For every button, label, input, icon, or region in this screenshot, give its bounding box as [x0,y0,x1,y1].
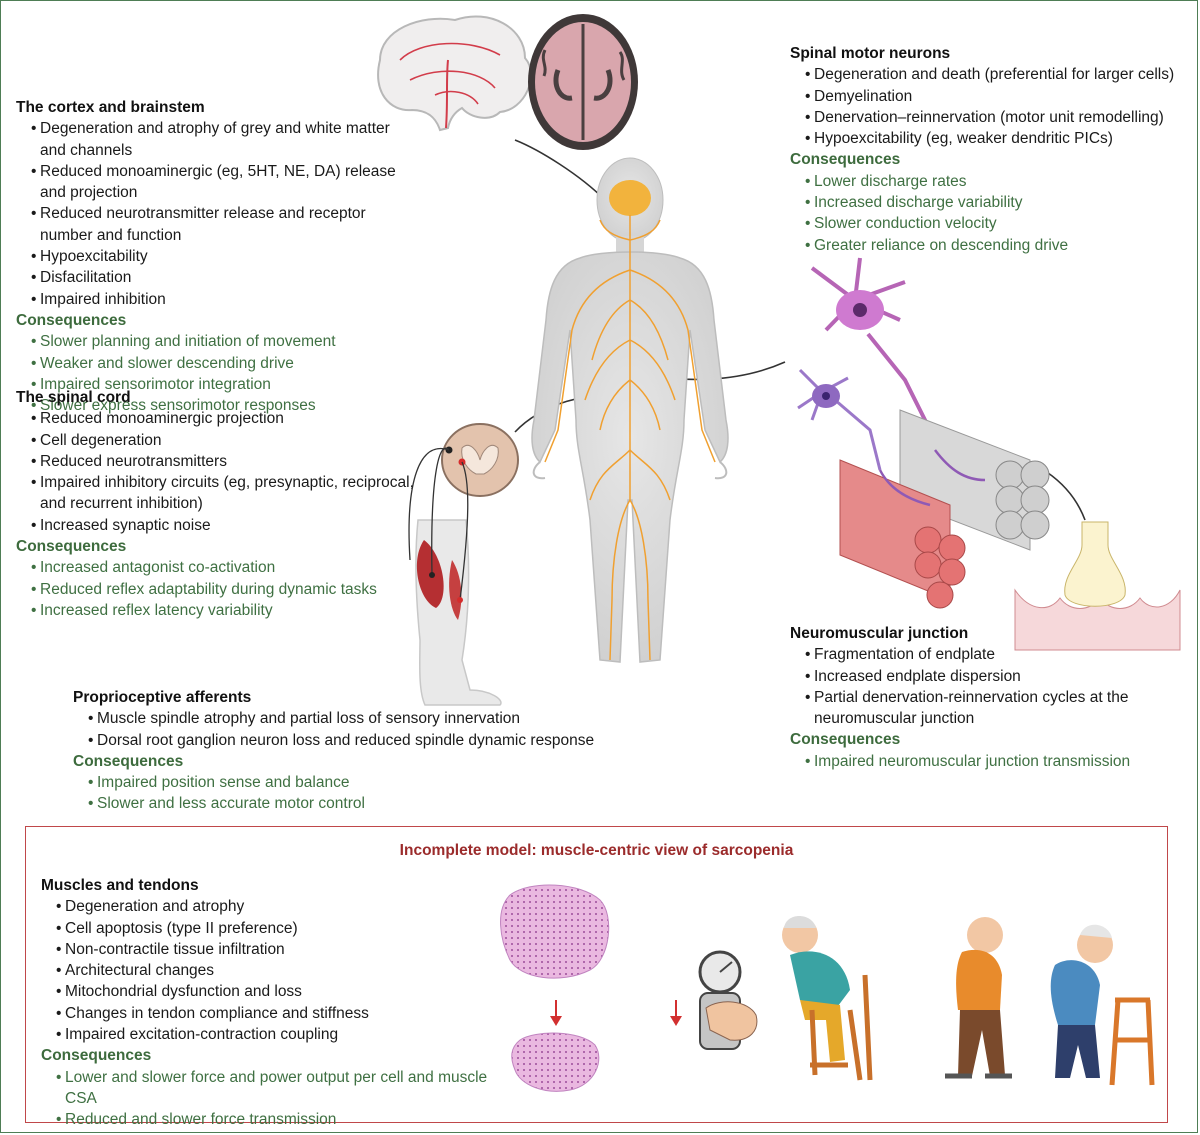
consequence-item: Weaker and slower descending drive [16,353,516,375]
elderly-person-sitting-icon [782,916,873,1081]
human-body-figure [531,157,729,663]
list-item: Impaired excitation-contraction coupling [41,1024,501,1046]
spinal-cord-block: The spinal cord Reduced monoaminergic pr… [16,387,416,622]
consequence-item: Impaired sensorimotor integration [16,374,516,396]
list-item: Impaired inhibition [16,289,408,311]
muscles-consequences-list: Lower and slower force and power output … [41,1067,501,1131]
muscles-tendons-block: Muscles and tendons Degeneration and atr… [41,875,501,1131]
list-item: Muscle spindle atrophy and partial loss … [73,708,673,730]
cortex-title: The cortex and brainstem [16,99,205,116]
spinal-motor-neurons-block: Spinal motor neurons Degeneration and de… [790,43,1190,256]
consequence-item: Impaired neuromuscular junction transmis… [790,751,1190,773]
consequence-item: Lower and slower force and power output … [41,1067,501,1110]
leg-muscle-icon [408,447,502,706]
muscles-consequences-label: Consequences [41,1047,152,1065]
list-item: Cell apoptosis (type II preference) [41,918,501,940]
list-item: Partial denervation-reinnervation cycles… [790,687,1138,730]
list-item: Degeneration and atrophy [41,896,501,918]
motor-neurons-title: Spinal motor neurons [790,45,951,62]
list-item: Reduced neurotransmitter release and rec… [16,203,408,246]
list-item: Cell degeneration [16,430,416,452]
list-item: Increased synaptic noise [16,515,416,537]
list-item: Reduced monoaminergic (eg, 5HT, NE, DA) … [16,161,408,204]
nmj-terminal-icon [1014,521,1181,651]
consequence-item: Increased reflex latency variability [16,600,416,622]
spinal-cord-consequences-list: Increased antagonist co-activationReduce… [16,557,416,621]
muscles-changes-list: Degeneration and atrophyCell apoptosis (… [41,896,501,1045]
cortex-changes-list: Degeneration and atrophy of grey and whi… [16,118,408,310]
proprio-consequences-label: Consequences [73,752,184,770]
list-item: Demyelination [790,86,1190,108]
motor-neurons-consequences-list: Lower discharge ratesIncreased discharge… [790,171,1190,256]
nmj-changes-list: Fragmentation of endplateIncreased endpl… [790,644,1138,729]
consequence-item: Slower conduction velocity [790,213,1190,235]
consequence-item: Increased discharge variability [790,192,1190,214]
list-item: Increased endplate dispersion [790,666,1138,688]
list-item: Degeneration and atrophy of grey and whi… [16,118,408,161]
list-item: Mitochondrial dysfunction and loss [41,981,501,1003]
list-item: Reduced monoaminergic projection [16,408,416,430]
grip-dynamometer-icon [670,950,758,1050]
cortex-brainstem-block: The cortex and brainstem Degeneration an… [16,97,516,417]
spinal-cord-section-icon [441,423,519,497]
consequence-item: Reduced reflex adaptability during dynam… [16,579,416,601]
list-item: Architectural changes [41,960,501,982]
elderly-person-walking-icon [945,917,1012,1079]
proprioceptive-afferents-block: Proprioceptive afferents Muscle spindle … [73,687,673,815]
elderly-person-walker-icon [1050,924,1155,1086]
list-item: Impaired inhibitory circuits (eg, presyn… [16,472,416,515]
incomplete-model-title: Incomplete model: muscle-centric view of… [399,842,794,859]
incomplete-model-box: Incomplete model: muscle-centric view of… [25,826,1168,1123]
consequence-item: Lower discharge rates [790,171,1190,193]
consequence-item: Increased antagonist co-activation [16,557,416,579]
spinal-cord-changes-list: Reduced monoaminergic projectionCell deg… [16,408,416,536]
proprio-title: Proprioceptive afferents [73,689,252,706]
proprio-consequences-list: Impaired position sense and balanceSlowe… [73,772,673,815]
nmj-consequences-label: Consequences [790,731,901,749]
connector-line [514,139,606,201]
consequence-item: Slower planning and initiation of moveme… [16,331,516,353]
list-item: Non-contractile tissue infiltration [41,939,501,961]
list-item: Hypoexcitability [16,246,408,268]
list-item: Changes in tendon compliance and stiffne… [41,1003,501,1025]
histology-section-icon [500,884,610,1092]
spinal-cord-consequences-label: Consequences [16,538,127,556]
list-item: Disfacilitation [16,267,408,289]
motor-neuron-icon [797,257,942,471]
consequence-item: Impaired position sense and balance [73,772,673,794]
consequence-item: Slower and less accurate motor control [73,793,673,815]
motor-neurons-consequences-label: Consequences [790,151,901,169]
consequence-item: Greater reliance on descending drive [790,235,1190,257]
brain-sagittal-icon [377,15,532,132]
list-item: Denervation–reinnervation (motor unit re… [790,107,1190,129]
list-item: Fragmentation of endplate [790,644,1138,666]
nmj-consequences-list: Impaired neuromuscular junction transmis… [790,751,1190,773]
list-item: Degeneration and death (preferential for… [790,64,1190,86]
spinal-cord-title: The spinal cord [16,389,131,406]
muscle-fibre-bundle-icon [839,409,1050,609]
list-item: Dorsal root ganglion neuron loss and red… [73,730,673,752]
motor-neurons-changes-list: Degeneration and death (preferential for… [790,64,1190,149]
list-item: Reduced neurotransmitters [16,451,416,473]
brain-axial-icon [528,14,638,150]
muscles-title: Muscles and tendons [41,877,199,894]
nmj-title: Neuromuscular junction [790,625,969,642]
consequence-item: Reduced and slower force transmission [41,1109,501,1131]
neuromuscular-junction-block: Neuromuscular junction Fragmentation of … [790,623,1190,772]
proprio-changes-list: Muscle spindle atrophy and partial loss … [73,708,673,751]
brain-highlight [609,180,651,216]
list-item: Hypoexcitability (eg, weaker dendritic P… [790,128,1190,150]
cortex-consequences-label: Consequences [16,311,127,329]
